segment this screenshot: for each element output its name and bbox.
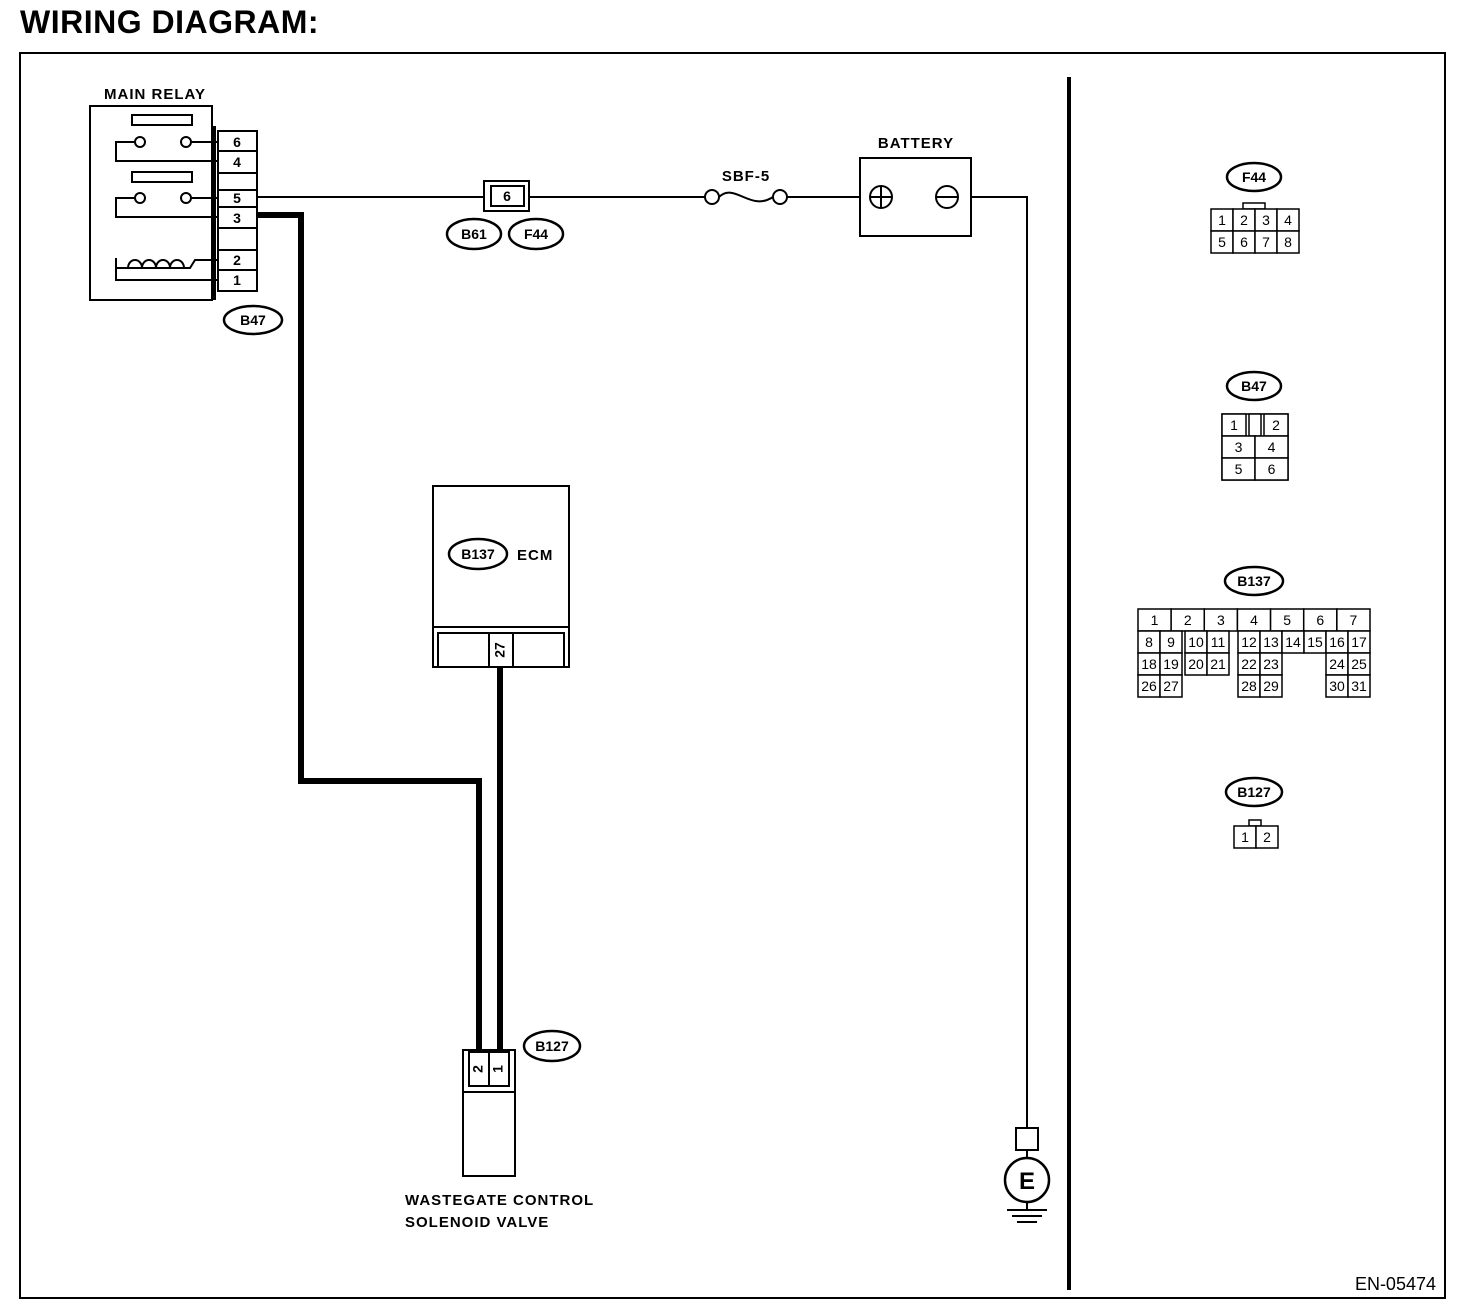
f44-pin-2: 2 <box>1240 212 1248 228</box>
relay-pin-2: 2 <box>233 252 241 268</box>
b137-pin-17: 17 <box>1351 634 1367 650</box>
b47-pin-6: 6 <box>1268 461 1276 477</box>
b47-pin-5: 5 <box>1235 461 1243 477</box>
b137-pin-6: 6 <box>1316 612 1324 628</box>
wires <box>257 196 1028 1128</box>
main-relay: MAIN RELAY 6 4 5 3 2 1 B47 <box>89 86 284 336</box>
relay-connector-tag: B47 <box>240 312 266 328</box>
solenoid-connector-tag: B127 <box>535 1038 569 1054</box>
solenoid-label-line1: WASTEGATE CONTROL <box>405 1192 594 1209</box>
b137-pin-7: 7 <box>1350 612 1358 628</box>
b47-pin-4: 4 <box>1268 439 1276 455</box>
wire-battery-to-ground <box>972 196 1028 1128</box>
b137-pin-10: 10 <box>1188 634 1204 650</box>
joint-tag-b61: B61 <box>461 226 487 242</box>
ecm: 27 B137 ECM <box>432 485 570 668</box>
b137-pin-27: 27 <box>1163 678 1179 694</box>
f44-pin-6: 6 <box>1240 234 1248 250</box>
f44-pin-7: 7 <box>1262 234 1270 250</box>
relay-pin-3: 3 <box>233 210 241 226</box>
b137-pin-15: 15 <box>1307 634 1323 650</box>
b137-pin-3: 3 <box>1217 612 1225 628</box>
b127-view-tag: B127 <box>1237 784 1271 800</box>
relay-pin-6: 6 <box>233 134 241 150</box>
b137-pin-24: 24 <box>1329 656 1345 672</box>
b137-pin-13: 13 <box>1263 634 1279 650</box>
b47-view-tag: B47 <box>1241 378 1267 394</box>
b137-pin-8: 8 <box>1145 634 1153 650</box>
main-relay-label: MAIN RELAY <box>104 86 206 103</box>
b127-pin-1: 1 <box>1241 829 1249 845</box>
fuse-label: SBF-5 <box>722 168 770 185</box>
relay-pin-5: 5 <box>233 190 241 206</box>
battery-label: BATTERY <box>878 135 954 152</box>
b137-pin-30: 30 <box>1329 678 1345 694</box>
wire-relay-to-solenoid <box>257 212 482 1052</box>
b137-pin-31: 31 <box>1351 678 1367 694</box>
ground-label: E <box>1019 1168 1035 1195</box>
b137-pin-20: 20 <box>1188 656 1204 672</box>
b127-pin-2: 2 <box>1263 829 1271 845</box>
b137-view-tag: B137 <box>1237 573 1271 589</box>
b137-pin-12: 12 <box>1241 634 1257 650</box>
ground-symbol: E <box>1003 1127 1051 1223</box>
wastegate-solenoid: 2 1 B127 WASTEGATE CONTROL SOLENOID VALV… <box>405 1029 594 1231</box>
solenoid-pin-1: 1 <box>490 1065 506 1073</box>
f44-pin-8: 8 <box>1284 234 1292 250</box>
relay-pin-1: 1 <box>233 272 241 288</box>
ecm-connector-tag: B137 <box>461 546 495 562</box>
b137-pin-9: 9 <box>1167 634 1175 650</box>
solenoid-pin-2: 2 <box>470 1065 486 1073</box>
ecm-label: ECM <box>517 547 553 564</box>
joint-tag-f44: F44 <box>524 226 548 242</box>
f44-pin-3: 3 <box>1262 212 1270 228</box>
b137-pin-16: 16 <box>1329 634 1345 650</box>
b137-pin-18: 18 <box>1141 656 1157 672</box>
b47-pin-1: 1 <box>1230 417 1238 433</box>
b137-pin-2: 2 <box>1184 612 1192 628</box>
figure-id: EN-05474 <box>1355 1274 1436 1294</box>
b137-pin-14: 14 <box>1285 634 1301 650</box>
b137-pin-26: 26 <box>1141 678 1157 694</box>
page-title: WIRING DIAGRAM: <box>20 4 320 40</box>
battery: BATTERY <box>859 135 972 237</box>
b137-pin-19: 19 <box>1163 656 1179 672</box>
solenoid-label-line2: SOLENOID VALVE <box>405 1214 549 1231</box>
f44-view-tag: F44 <box>1242 169 1266 185</box>
b137-pin-28: 28 <box>1241 678 1257 694</box>
b137-pin-22: 22 <box>1241 656 1257 672</box>
b137-pin-5: 5 <box>1283 612 1291 628</box>
ecm-pin-27: 27 <box>492 642 508 658</box>
f44-pin-4: 4 <box>1284 212 1292 228</box>
b47-pin-2: 2 <box>1272 417 1280 433</box>
b47-pin-3: 3 <box>1235 439 1243 455</box>
b137-pin-29: 29 <box>1263 678 1279 694</box>
f44-pin-5: 5 <box>1218 234 1226 250</box>
joint-pin-label: 6 <box>503 188 511 204</box>
b137-pin-4: 4 <box>1250 612 1258 628</box>
joint-connector: 6 B61 F44 <box>445 180 565 251</box>
b137-pin-23: 23 <box>1263 656 1279 672</box>
fuse-sbf5: SBF-5 <box>704 168 788 205</box>
b137-pin-1: 1 <box>1151 612 1159 628</box>
b137-pin-11: 11 <box>1211 634 1226 650</box>
f44-pin-1: 1 <box>1218 212 1226 228</box>
b137-pin-25: 25 <box>1351 656 1367 672</box>
b137-pin-21: 21 <box>1210 656 1226 672</box>
relay-pin-4: 4 <box>233 154 241 170</box>
diagram-frame <box>19 52 1446 1299</box>
